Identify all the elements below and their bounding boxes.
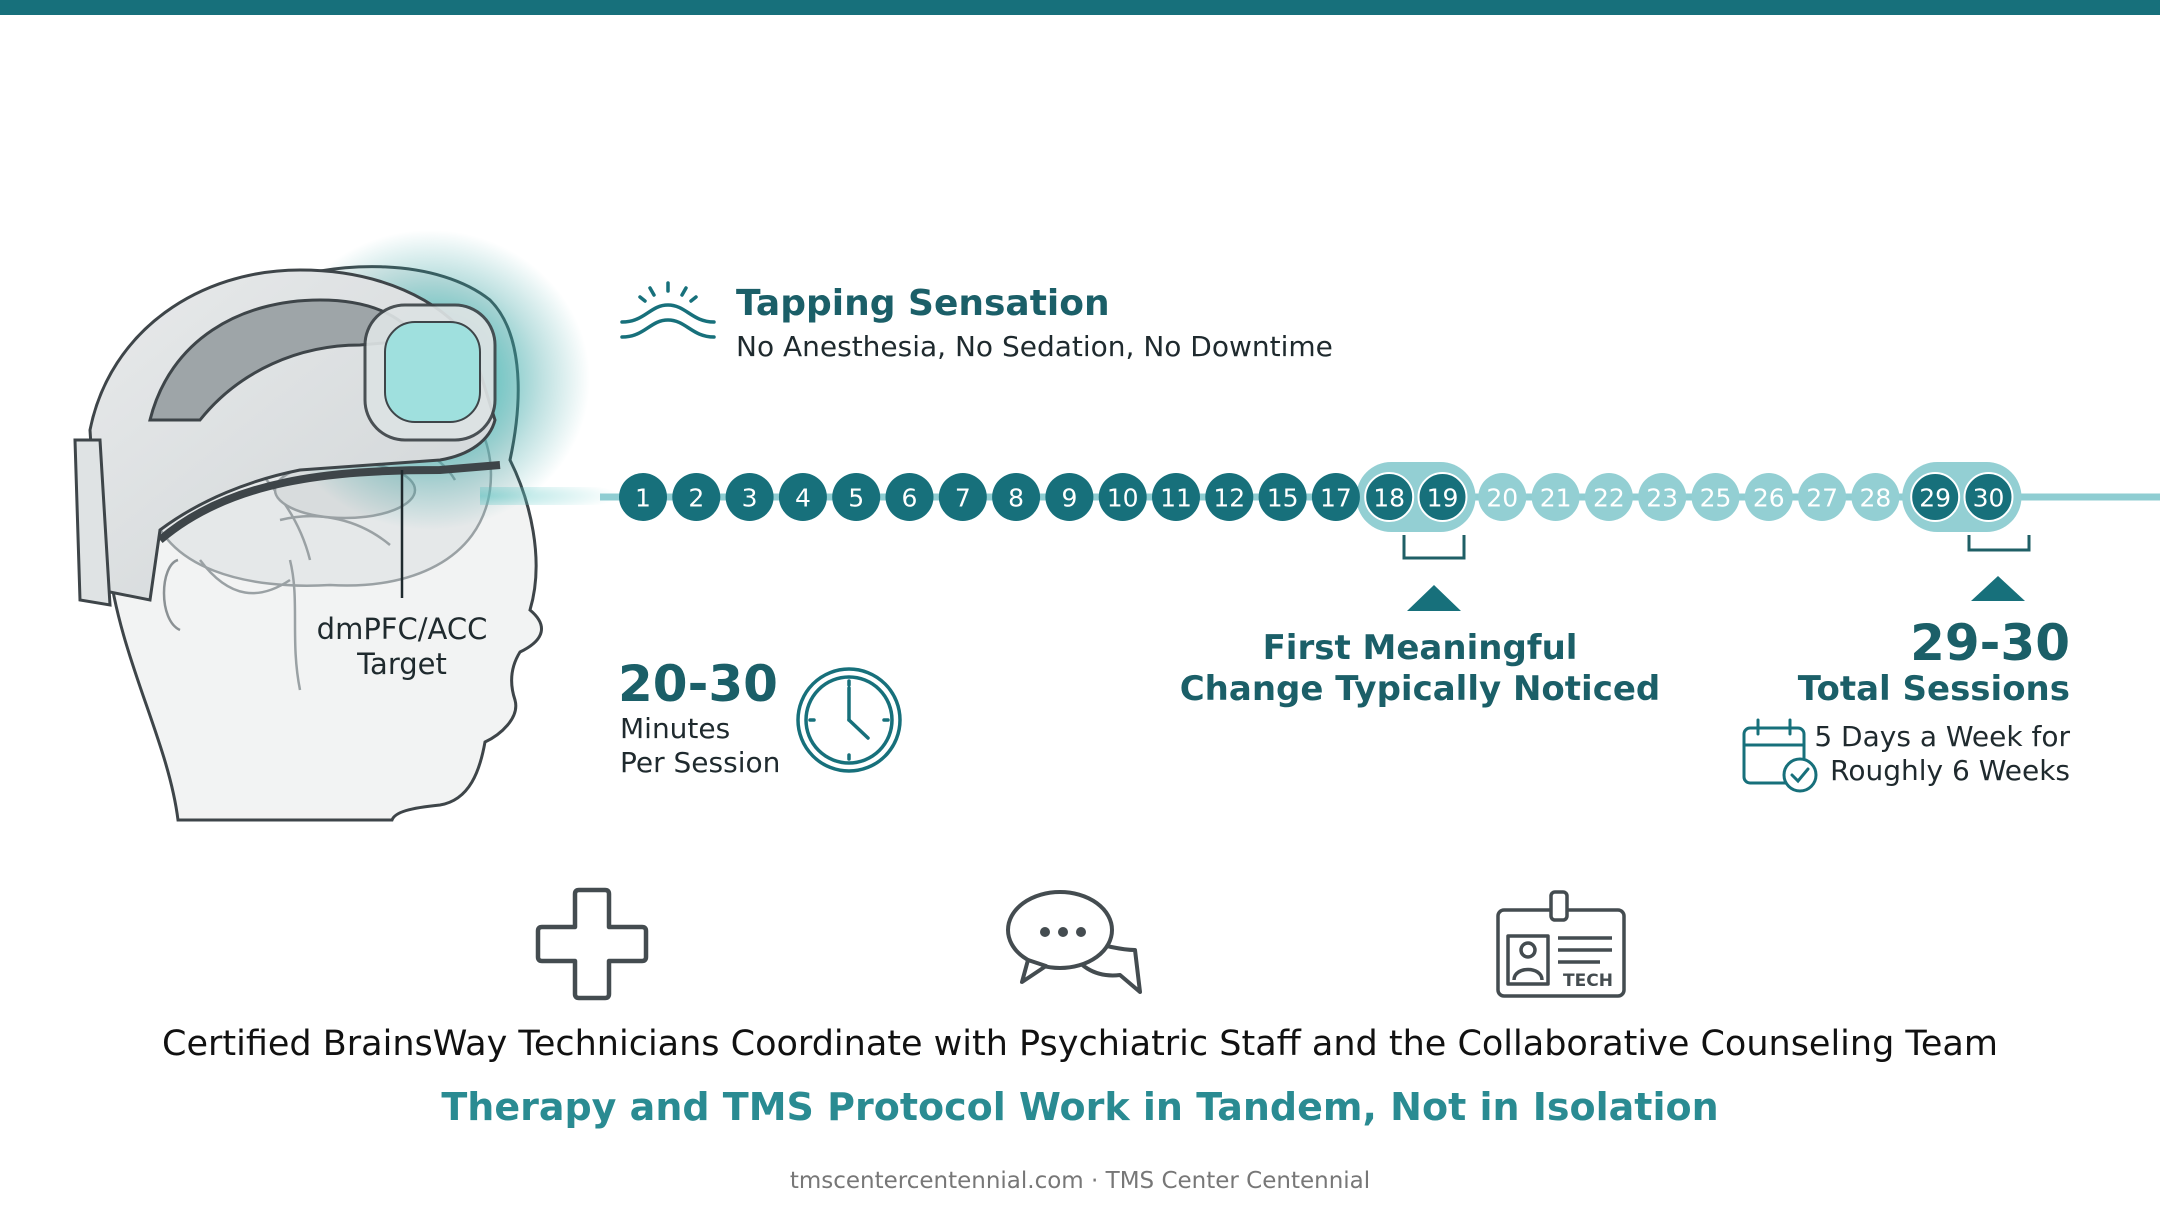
session-number: 4 (795, 484, 811, 513)
session-number: 6 (902, 484, 918, 513)
session-dot-3: 3 (725, 473, 774, 521)
session-dot-12: 12 (1205, 473, 1254, 521)
session-number: 21 (1540, 484, 1572, 513)
session-dot-11: 11 (1152, 473, 1200, 521)
session-number: 17 (1320, 484, 1352, 513)
session-number: 25 (1700, 484, 1732, 513)
session-dot-30: 30 (1963, 472, 2014, 522)
session-number: 11 (1160, 484, 1192, 513)
tech-badge-text: TECH (1563, 971, 1613, 991)
session-number: 28 (1859, 484, 1891, 513)
session-number: 12 (1213, 484, 1245, 513)
session-dot-15: 15 (1258, 473, 1307, 521)
session-dot-6: 6 (885, 473, 934, 521)
session-number: 3 (742, 484, 758, 513)
session-dot-19: 19 (1417, 472, 1468, 522)
session-dot-20: 20 (1478, 473, 1527, 521)
session-number: 22 (1593, 484, 1625, 513)
session-number: 2 (688, 484, 704, 513)
sensation-subtitle: No Anesthesia, No Sedation, No Downtime (736, 330, 1333, 363)
session-duration-label: Minutes Per Session (620, 712, 781, 779)
session-duration-value: 20-30 (618, 655, 778, 713)
session-dot-2: 2 (672, 473, 721, 521)
total-sessions-marker (1971, 576, 2025, 601)
head-illustration (73, 230, 620, 822)
total-sessions-label: Total Sessions (1797, 669, 2070, 709)
session-dot-7: 7 (938, 473, 987, 521)
session-dot-25: 25 (1691, 473, 1740, 521)
session-number: 20 (1486, 484, 1518, 513)
medical-cross-icon (535, 887, 649, 1001)
session-number: 7 (955, 484, 971, 513)
first-change-bracket (1402, 535, 1466, 560)
target-label-text: dmPFC/ACC Target (316, 612, 488, 681)
session-dot-21: 21 (1531, 473, 1580, 521)
ear (162, 558, 181, 632)
clock-icon (796, 667, 902, 773)
total-sessions-bracket (1967, 535, 2031, 552)
tech-badge-icon: TECH (1496, 890, 1626, 998)
sensation-title: Tapping Sensation (736, 283, 1110, 324)
schedule-label: 5 Days a Week for Roughly 6 Weeks (1814, 720, 2070, 787)
session-dot-27: 27 (1798, 473, 1847, 521)
first-change-label: First Meaningful Change Typically Notice… (1179, 628, 1661, 709)
session-dot-28: 28 (1851, 473, 1900, 521)
session-number: 9 (1061, 484, 1077, 513)
session-number: 5 (848, 484, 864, 513)
session-number: 26 (1753, 484, 1785, 513)
tandem-statement: Therapy and TMS Protocol Work in Tandem,… (441, 1085, 1719, 1129)
session-dot-4: 4 (778, 473, 827, 521)
session-number: 27 (1806, 484, 1838, 513)
first-change-marker (1407, 585, 1461, 611)
session-dot-18: 18 (1364, 472, 1415, 522)
calendar-check-icon (1742, 718, 1818, 793)
session-number: 30 (1973, 484, 2005, 513)
team-statement: Certified BrainsWay Technicians Coordina… (162, 1024, 1998, 1064)
session-dot-29: 29 (1910, 472, 1961, 522)
top-accent-bar (0, 0, 2160, 15)
session-dot-1: 1 (619, 473, 667, 521)
session-dot-8: 8 (992, 473, 1041, 521)
session-number: 15 (1267, 484, 1299, 513)
session-dot-22: 22 (1584, 473, 1633, 521)
session-number: 18 (1373, 484, 1405, 513)
session-number: 23 (1646, 484, 1678, 513)
session-number: 1 (635, 484, 651, 513)
footer-credit: tmscentercentennial.com · TMS Center Cen… (789, 1168, 1371, 1194)
session-number: 8 (1008, 484, 1024, 513)
session-number: 29 (1919, 484, 1951, 513)
session-number: 19 (1427, 484, 1459, 513)
session-number: 10 (1107, 484, 1139, 513)
session-dot-10: 10 (1098, 473, 1147, 521)
session-dot-9: 9 (1045, 473, 1094, 521)
session-dot-5: 5 (832, 473, 881, 521)
tapping-sensation-icon (620, 281, 716, 339)
chat-bubbles-icon (1006, 890, 1142, 994)
session-dot-23: 23 (1638, 473, 1687, 521)
target-label: dmPFC/ACC Target (302, 612, 502, 682)
total-sessions-value: 29-30 (1910, 614, 2070, 672)
brainsway-helmet (73, 268, 501, 607)
session-dot-26: 26 (1744, 473, 1793, 521)
session-dot-17: 17 (1311, 473, 1360, 521)
